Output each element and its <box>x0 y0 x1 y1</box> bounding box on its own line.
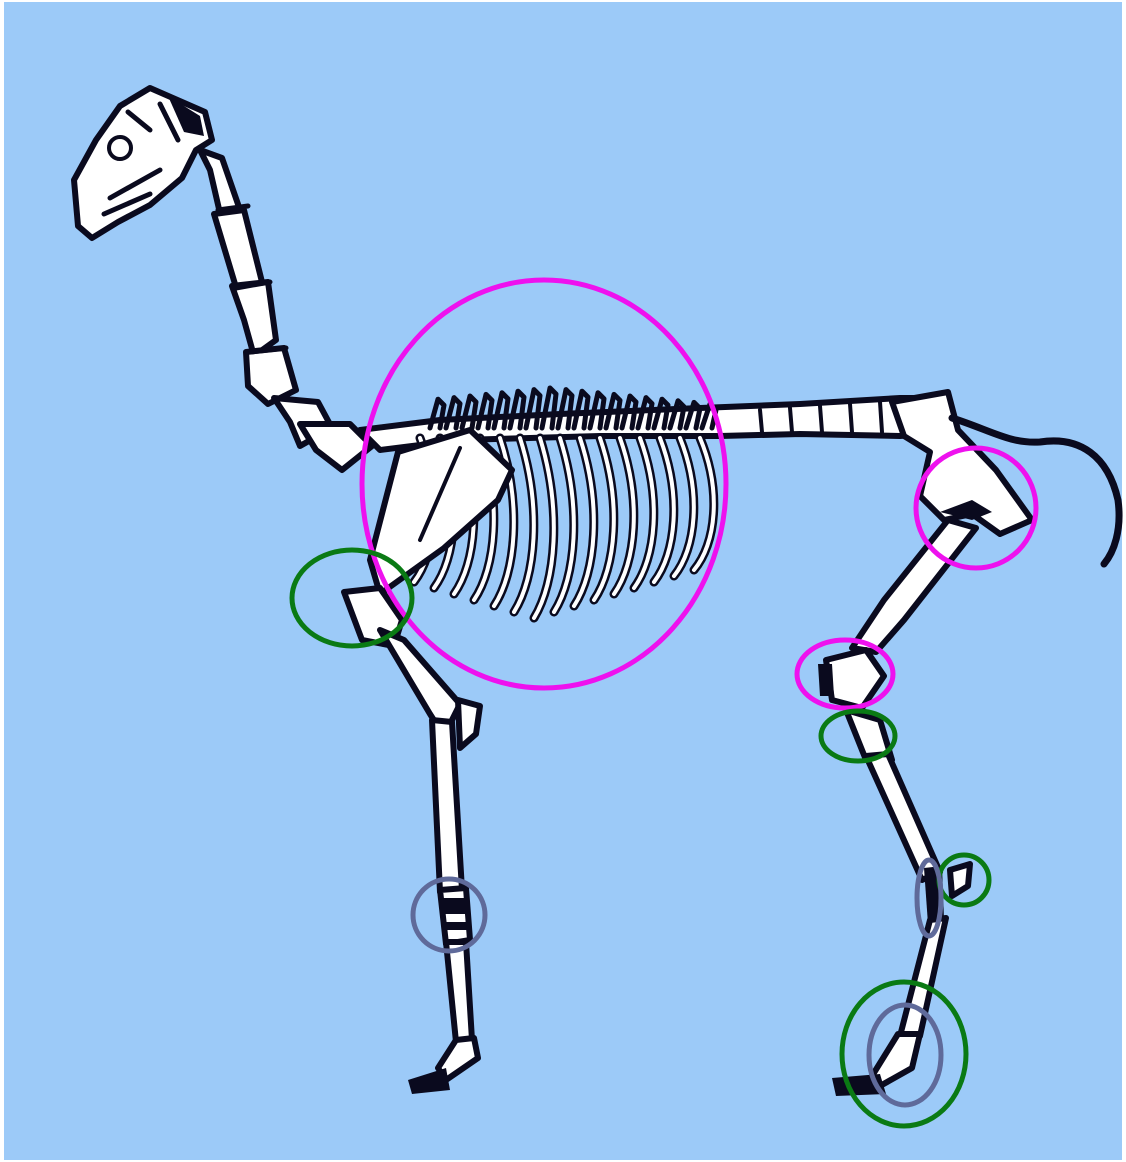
skeleton-diagram <box>0 0 1126 1162</box>
